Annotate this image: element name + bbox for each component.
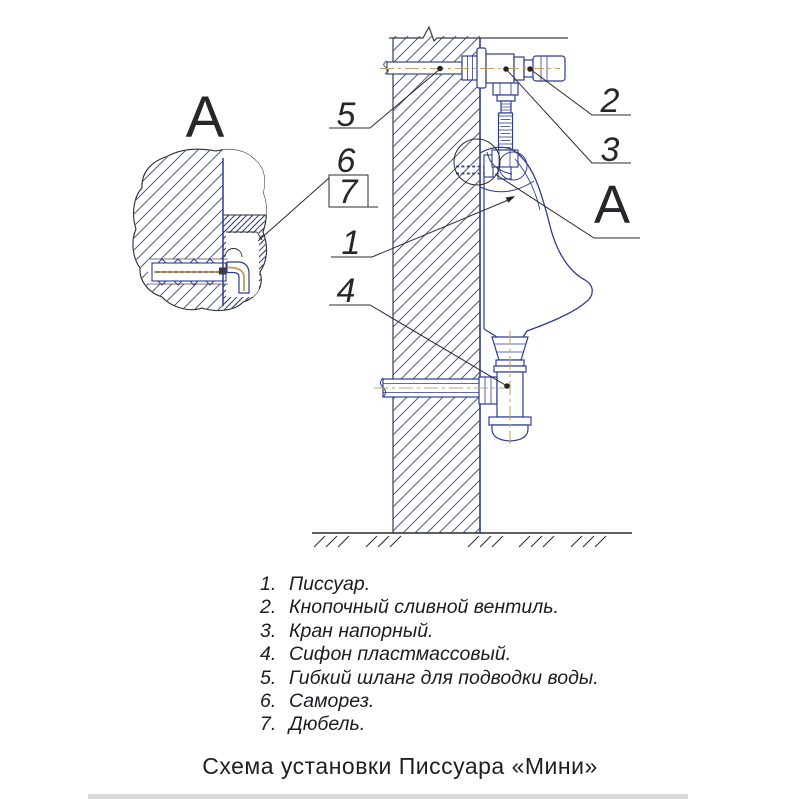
legend-item: 1. Писсуар. [260,573,599,596]
callout-4: 4 [337,272,356,310]
legend-item-number: 5. [260,666,277,689]
rim-curve [498,151,528,181]
detail-view-a [132,148,268,312]
dowel-and-screw [151,258,250,294]
legend-item: 3. Кран напорный. [260,620,599,643]
callout-5: 5 [337,96,356,134]
legend-item-text: Дюбель. [289,713,366,736]
wall-section [389,25,568,533]
callout-3: 3 [601,131,620,169]
legend-item-text: Саморез. [289,690,375,713]
legend-item-number: 7. [260,713,277,736]
floor-line [312,532,632,548]
legend-item-text: Кнопочный сливной вентиль. [289,596,559,619]
legend-item: 2. Кнопочный сливной вентиль. [260,596,599,619]
legend-item-number: 1. [260,573,277,595]
legend-item-number: 4. [260,643,277,666]
bottom-edge-artifact [88,794,688,799]
ground-hatch [313,535,607,548]
legend-item: 5. Гибкий шланг для подводки воды. [260,667,599,690]
legend-item-text: Кран напорный. [289,619,434,642]
drain-nut [478,376,498,405]
parts-legend: 1. Писсуар. 2. Кнопочный сливной вентиль… [260,573,599,737]
spreader [491,149,519,168]
flush-pipe-corrugation [497,112,514,151]
legend-item-number: 3. [260,619,277,642]
legend-item-text: Сифон пластмассовый. [289,643,512,666]
legend-item: 6. Саморез. [260,690,599,713]
callout-6: 6 [337,142,356,180]
page-title: Схема установки Писсуара «Мини» [202,753,598,779]
callout-leaders [257,65,640,389]
wall-break-line [389,25,568,43]
legend-item-number: 6. [260,690,277,713]
callout-7: 7 [339,173,359,211]
legend-item-text: Гибкий шланг для подводки воды. [289,666,599,689]
view-a-marker: А [594,175,630,235]
legend-item-text: Писсуар. [289,573,371,595]
detail-a-title: А [186,85,225,150]
callout-1: 1 [342,224,361,262]
view-a-leader [494,173,640,239]
urinal-bowl-outline [510,148,593,338]
urinal [456,146,593,338]
legend-item: 4. Сифон пластмассовый. [260,643,599,666]
detail-indicator-circle [453,138,501,186]
valve-lower-nut [492,82,519,96]
legend-item: 7. Дюбель. [260,713,599,736]
callout-2: 2 [600,82,620,120]
legend-item-number: 2. [260,596,277,619]
